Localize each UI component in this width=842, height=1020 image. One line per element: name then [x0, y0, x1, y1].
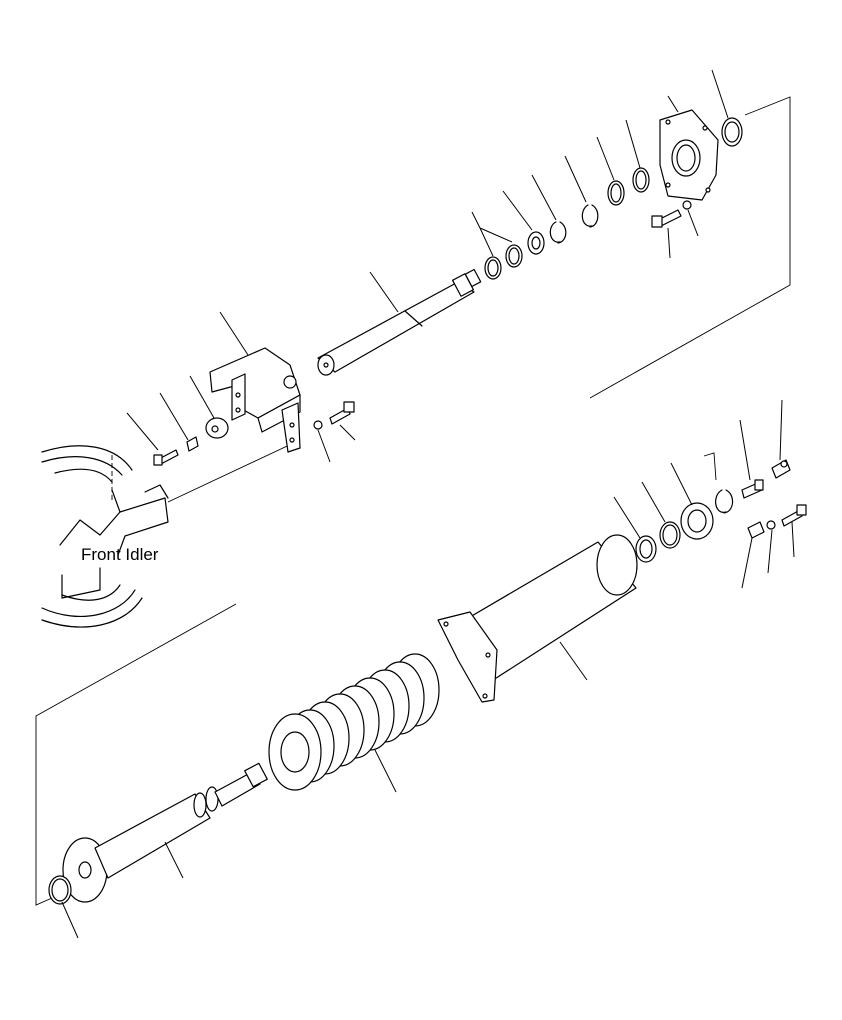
valve-lock-plate [748, 522, 764, 538]
assembly-frame-upper [590, 97, 790, 398]
recoil-spring [269, 654, 439, 790]
rod-end-ring [49, 876, 71, 904]
end-cover-washer [683, 201, 691, 209]
grease-valve [742, 480, 763, 498]
seal-ring-4 [633, 168, 649, 192]
valve-washer [767, 521, 775, 529]
valve-bolt [782, 505, 806, 526]
cylinder-end-cover [660, 110, 718, 200]
front-idler-label: Front Idler [81, 545, 159, 564]
lower-bushing [636, 536, 656, 562]
lower-seal [660, 522, 680, 548]
spring-rod [63, 763, 267, 902]
yoke-bracket [210, 348, 300, 452]
yoke-bolt-right [330, 402, 354, 424]
yoke-washer-small [314, 421, 322, 429]
front-idler: Front Idler [42, 446, 168, 627]
lower-nut [681, 503, 713, 539]
leader-lines [62, 70, 794, 938]
valve-tag [704, 453, 716, 480]
seal-ring-3 [608, 181, 624, 205]
seal-ring-1 [485, 257, 501, 279]
yoke-lock-plate [187, 437, 198, 451]
grease-fitting [772, 460, 790, 478]
end-cover-bolt [652, 210, 681, 227]
bushing [528, 232, 544, 254]
recoil-cylinder [438, 535, 637, 702]
piston-rod [318, 269, 481, 375]
snap-ring-1 [550, 222, 566, 243]
end-cover-bushing [722, 118, 742, 146]
assembly-frame-lower [36, 604, 236, 905]
seal-ring-2 [506, 245, 522, 267]
centerline-idler-to-yoke [168, 440, 300, 502]
yoke-washer [206, 418, 228, 438]
lower-snap-ring [716, 490, 733, 513]
snap-ring-2 [582, 205, 598, 227]
yoke-bolt-left [154, 450, 178, 465]
